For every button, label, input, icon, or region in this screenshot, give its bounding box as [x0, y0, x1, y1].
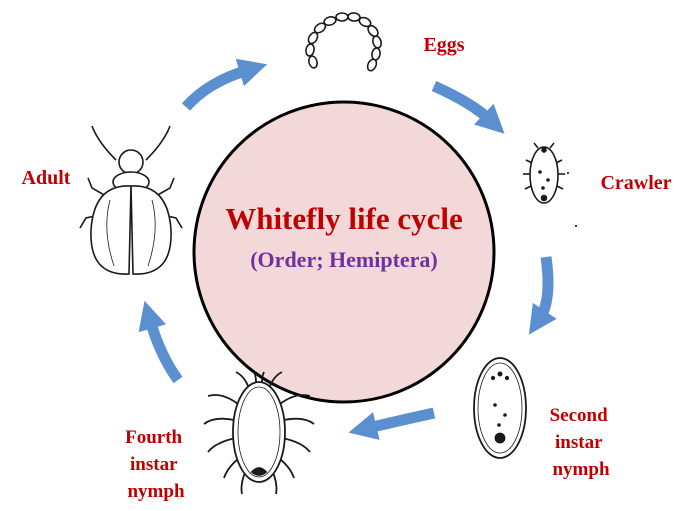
arrow-crawler-to-second-instar — [540, 257, 548, 318]
label-eggs: Eggs — [423, 34, 464, 56]
egg-cluster-icon — [305, 12, 382, 72]
diagram-subtitle: (Order; Hemiptera) — [250, 247, 438, 272]
arrow-adult-to-eggs — [186, 70, 248, 107]
arrow-eggs-to-crawler — [434, 86, 490, 120]
label-adult: Adult — [22, 167, 71, 189]
diagram-title: Whitefly life cycle — [225, 201, 463, 236]
second-instar-nymph-icon — [474, 358, 526, 458]
dot-mark — [575, 225, 577, 227]
arrow-fourth-instar-to-adult — [150, 320, 178, 380]
crawler-icon — [523, 143, 565, 203]
dot-mark — [567, 172, 569, 174]
arrow-second-to-fourth-instar — [368, 413, 434, 428]
label-second-instar-nymph: Second instar nymph — [550, 405, 613, 480]
label-crawler: Crawler — [600, 172, 671, 194]
adult-whitefly-icon — [80, 126, 182, 274]
label-fourth-instar-nymph: Fourth instar nymph — [125, 427, 187, 502]
